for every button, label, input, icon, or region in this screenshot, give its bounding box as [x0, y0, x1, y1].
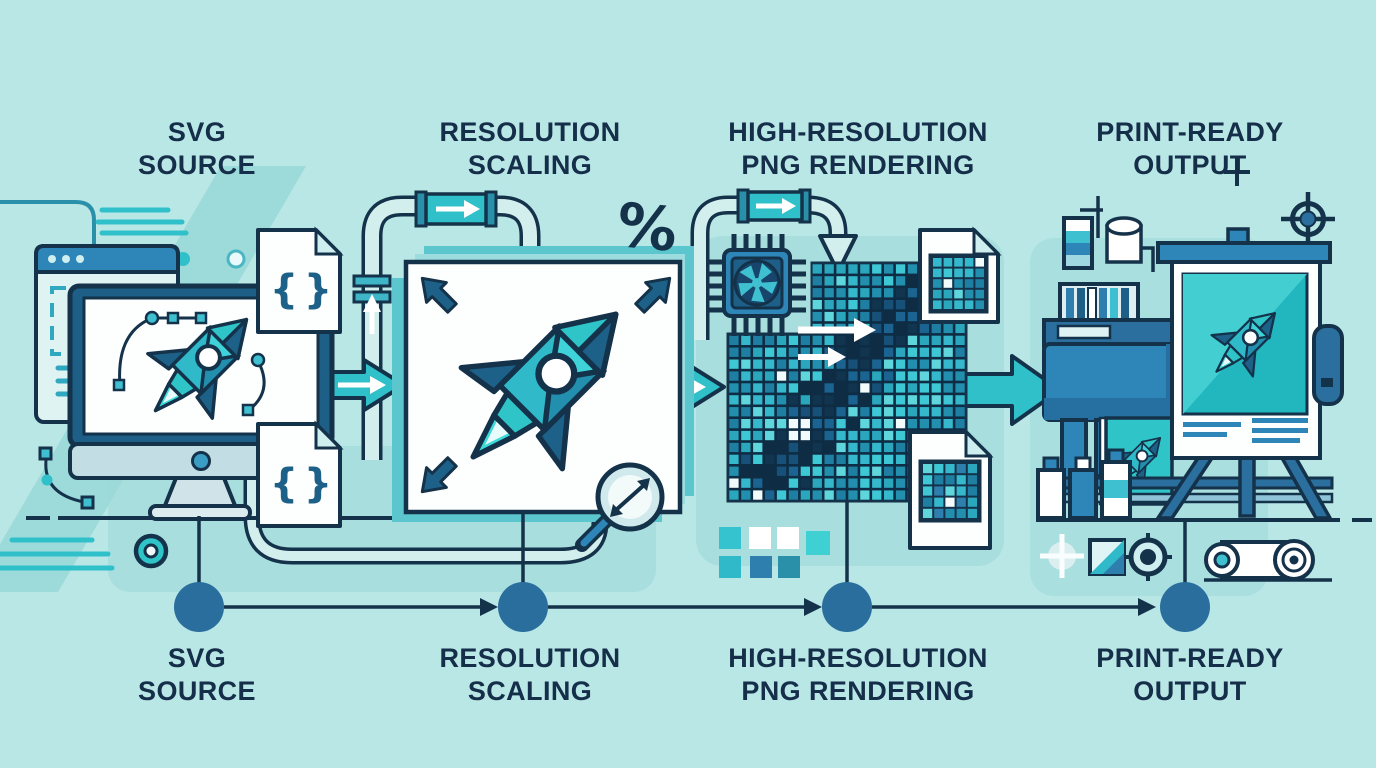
pipe-svg-to-scaling: [352, 190, 541, 460]
paper-roll-large: [1204, 539, 1332, 582]
white-dot: [226, 249, 246, 269]
poster-easel: [1154, 227, 1334, 520]
magnifier-icon: [575, 462, 665, 552]
ink-bottles: [1036, 448, 1132, 520]
speed-lines-bottom: [0, 537, 115, 571]
timeline-dot-3: [822, 582, 872, 632]
poster-text-lines: [1183, 418, 1308, 443]
ink-cartridges: [1058, 282, 1140, 326]
svg-text:}: }: [304, 461, 332, 507]
brace-close: }: [304, 267, 332, 313]
pipe-scaling-to-png: [690, 188, 858, 340]
resolution-scaling-panel: %: [392, 190, 694, 552]
brace-open: {: [270, 267, 298, 313]
svg-file-document-1: { }: [256, 226, 344, 334]
plus-mark: [1224, 158, 1250, 186]
timeline-dot-2: [498, 582, 548, 632]
render-arrows: [798, 318, 876, 367]
percent-symbol: %: [614, 190, 681, 266]
ink-swatch-strip: [1062, 196, 1103, 270]
png-rendering-panel: [708, 226, 1002, 578]
color-palette-squares: [719, 527, 830, 578]
white-crosshair-icon: [1040, 534, 1084, 578]
print-output-panel: [1036, 158, 1372, 582]
svg-source-panel: { } { }: [0, 200, 500, 571]
monitor-stand: [161, 476, 239, 510]
gpu-chip-icon: [708, 234, 806, 336]
target-icon: [1124, 533, 1172, 581]
svg-file-document-2: { }: [256, 420, 344, 528]
svg-text:{: {: [270, 461, 298, 507]
png-file-document-2: [908, 428, 994, 550]
paper-roll-small: [1105, 216, 1155, 272]
camera-dot: [191, 451, 211, 471]
flow-arrow-1: [328, 358, 406, 412]
png-file-document-1: [918, 226, 1002, 324]
timeline-dot-4: [1160, 582, 1210, 632]
bezier-handles: [112, 310, 266, 417]
speed-lines-top: [95, 207, 189, 236]
timeline-dot-1: [174, 582, 224, 632]
thumbnail-grid-1: [928, 253, 989, 314]
gradient-swatch-icon: [1088, 538, 1126, 576]
thumbnail-grid-2: [918, 459, 982, 523]
registration-crosshair-top: [1281, 192, 1335, 246]
coil-icon: [133, 533, 169, 569]
timeline: [174, 501, 1210, 632]
bezier-decoration-bottom-left: [38, 446, 95, 510]
fan-blades: [738, 263, 778, 303]
flow-arrow-3: [958, 354, 1062, 426]
roller-handle: [1312, 324, 1344, 406]
